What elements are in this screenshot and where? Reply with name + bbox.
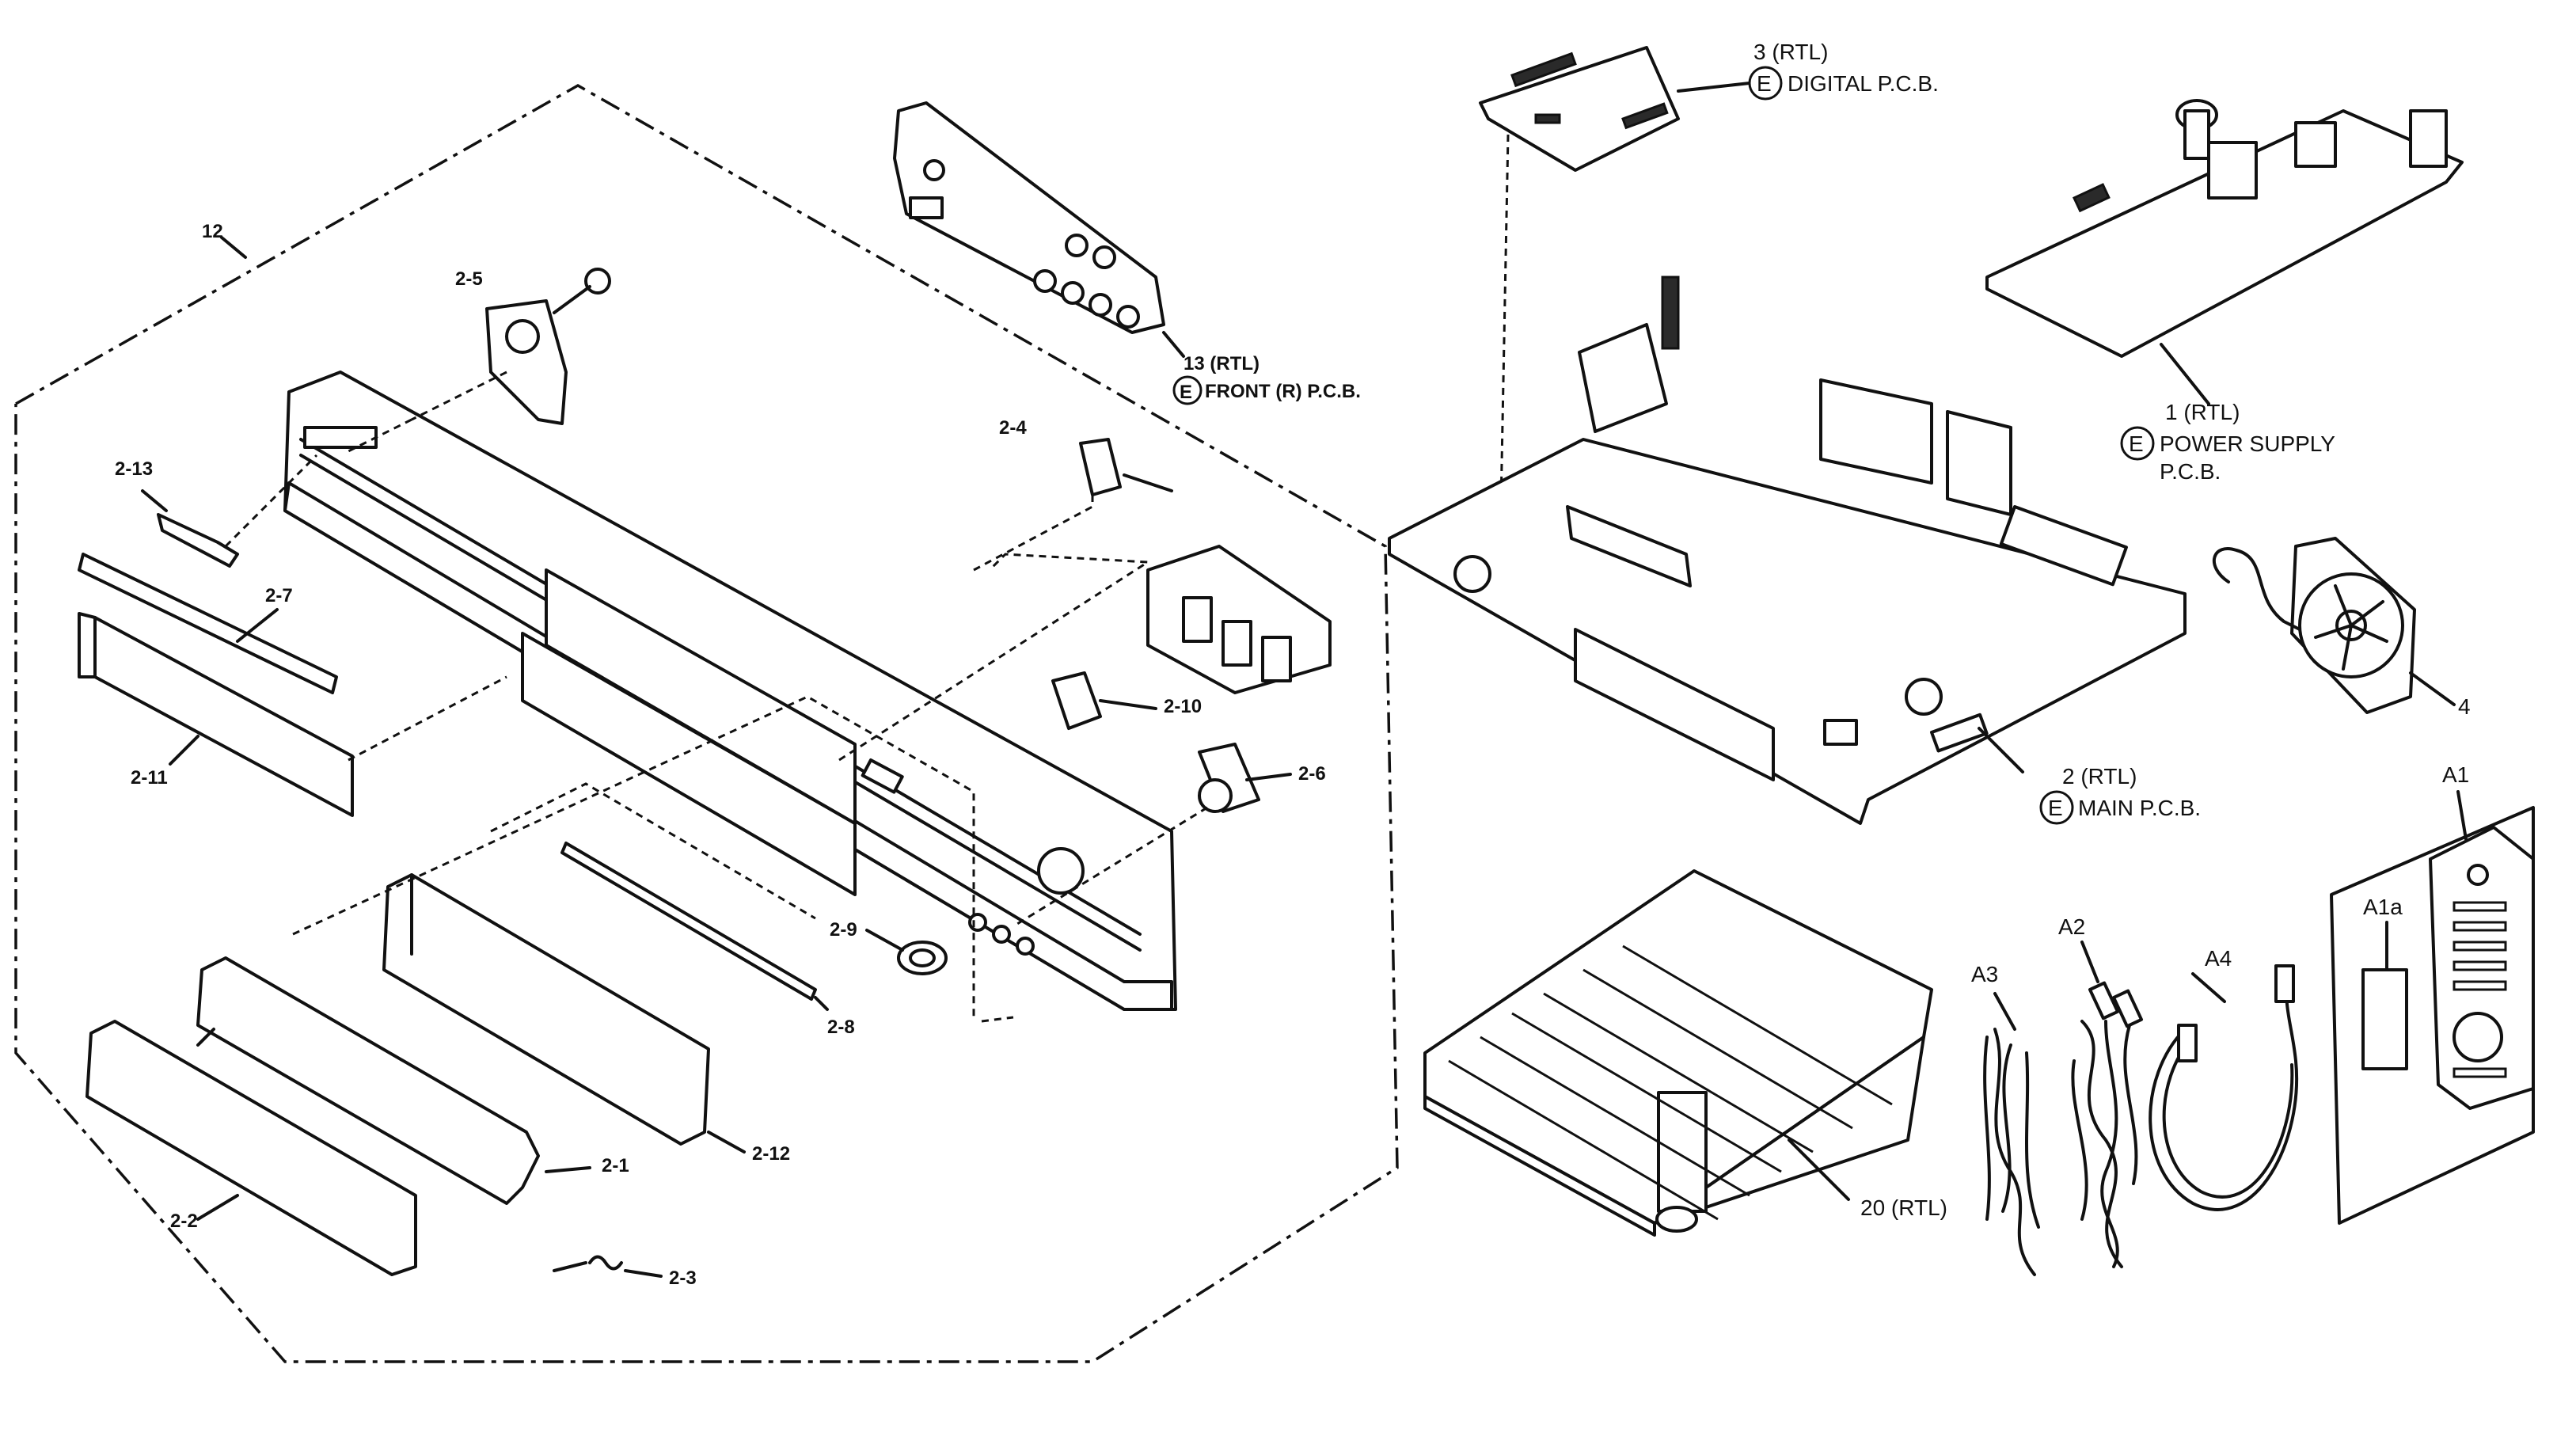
front-r-pcb-13 [893, 101, 1185, 358]
label-2-9: 2-9 [830, 919, 857, 941]
cooling-fan-4 [2212, 537, 2456, 714]
e-mark-1-letter: E [2129, 431, 2144, 456]
label-2-3: 2-3 [669, 1267, 697, 1289]
main-pcb-2 [1388, 276, 2187, 825]
label-2-7: 2-7 [265, 585, 293, 606]
part-2-11-panel [78, 612, 507, 817]
cable-a4 [2149, 964, 2299, 1211]
label-1-name: POWER SUPPLY [2160, 431, 2335, 456]
part-2-13 [141, 454, 318, 568]
part-2-6-knob [1013, 743, 1292, 928]
part-2-5-bracket [348, 268, 611, 453]
label-2: 2 (RTL) [2062, 764, 2137, 789]
label-2-12: 2-12 [752, 1143, 790, 1165]
dvd-loader-20 [1423, 869, 1933, 1237]
e-mark-2-letter: E [2048, 796, 2063, 820]
cable-a2 [2071, 941, 2144, 1268]
label-2-8: 2-8 [827, 1017, 855, 1038]
label-4: 4 [2458, 694, 2471, 719]
part-2-2-lid [85, 1020, 417, 1276]
part-2-8-strip [560, 842, 829, 1011]
label-A3: A3 [1971, 962, 1998, 986]
label-2-6: 2-6 [1298, 763, 1326, 785]
e-mark-13 [1172, 375, 1203, 405]
power-supply-pcb-1 [1985, 99, 2464, 405]
label-2-10: 2-10 [1164, 696, 1202, 717]
label-2-5: 2-5 [455, 268, 483, 290]
label-3: 3 (RTL) [1753, 40, 1828, 64]
part-2-7-strip [78, 553, 338, 694]
part-2-9-ring [897, 941, 948, 975]
label-2-13: 2-13 [115, 458, 153, 480]
part-2-4-bracket [1079, 438, 1173, 496]
label-3-name: DIGITAL P.C.B. [1788, 71, 1939, 96]
label-2-4: 2-4 [999, 417, 1027, 439]
label-13-name: FRONT (R) P.C.B. [1205, 381, 1361, 402]
label-1: 1 (RTL) [2165, 400, 2240, 424]
front-panel-group-boundary [14, 83, 1399, 1363]
label-A2: A2 [2058, 914, 2085, 939]
label-12: 12 [202, 221, 223, 242]
label-A4: A4 [2205, 946, 2232, 971]
label-A1a: A1a [2363, 895, 2403, 919]
label-13: 13 (RTL) [1184, 353, 1260, 374]
label-2-2: 2-2 [170, 1210, 198, 1232]
e-mark-3 [1748, 66, 1783, 101]
remote-control-a1 [2330, 790, 2535, 1225]
e-mark-1 [2120, 426, 2155, 461]
jack-block [1146, 545, 1332, 694]
e-mark-2 [2039, 790, 2074, 825]
digital-pcb-3 [1479, 46, 1751, 547]
label-1-name2: P.C.B. [2160, 459, 2221, 484]
part-2-1-lid [196, 956, 540, 1205]
part-2-12-lid [382, 873, 710, 1146]
front-panel-body [283, 371, 1177, 1011]
label-2-11: 2-11 [131, 767, 168, 789]
e-mark-13-letter: E [1180, 382, 1192, 403]
label-A1: A1 [2442, 762, 2469, 787]
label-2-name: MAIN P.C.B. [2078, 796, 2201, 820]
part-2-10 [1051, 671, 1157, 730]
label-2-1: 2-1 [602, 1155, 629, 1176]
e-mark-3-letter: E [1757, 71, 1772, 96]
part-2-3-spring [553, 1255, 623, 1272]
cable-a3 [1983, 992, 2040, 1276]
label-20: 20 (RTL) [1860, 1195, 1947, 1220]
